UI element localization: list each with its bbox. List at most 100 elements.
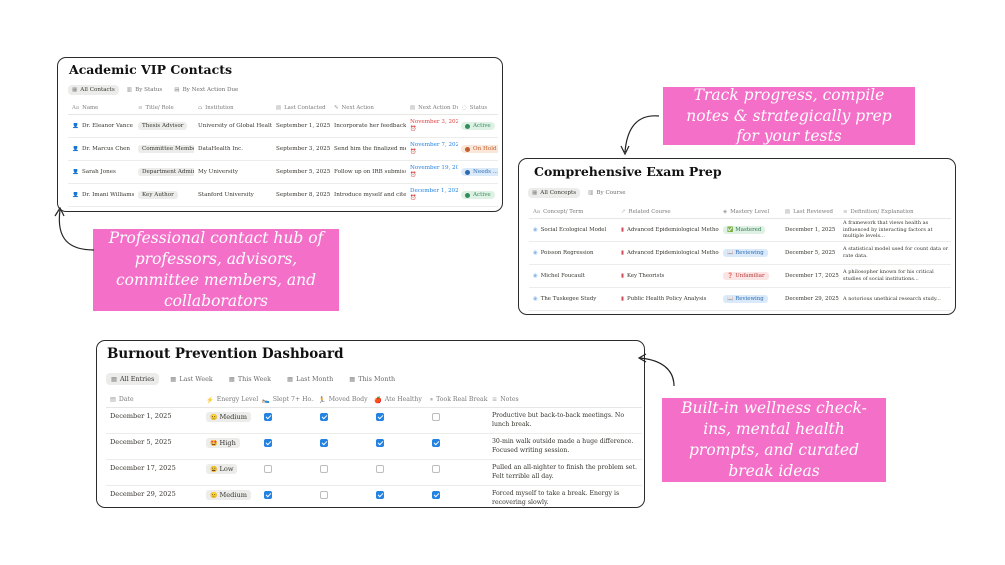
mastery-cell: 📖Reviewing (719, 249, 781, 257)
column-header[interactable]: ▤Next Action Due (406, 105, 458, 111)
last-reviewed-cell: December 29, 2025 (785, 296, 839, 302)
notes-cell: Pulled an all-nighter to finish the prob… (492, 464, 637, 480)
moved-checkbox[interactable] (320, 413, 328, 421)
tab-by-status[interactable]: ▥By Status (123, 85, 166, 95)
role-tag: Key Author (138, 191, 178, 199)
course-cell: ▮Public Health Policy Analysis (617, 296, 719, 302)
last-contacted-cell: September 3, 2025 (276, 146, 330, 152)
break-checkbox[interactable] (432, 465, 440, 473)
slept-checkbox[interactable] (264, 465, 272, 473)
tab-all-entries[interactable]: ▦All Entries (106, 373, 160, 385)
column-header[interactable]: ⌂Institution (194, 105, 272, 111)
status-badge: Active (461, 122, 495, 130)
ate-checkbox[interactable] (376, 491, 384, 499)
tab-all-concepts[interactable]: ▦All Concepts (528, 188, 581, 198)
role-cell: Key Author (134, 191, 194, 199)
energy-cell: 😐Medium (202, 490, 258, 500)
column-label: Last Reviewed (793, 208, 833, 215)
tab-by-course[interactable]: ▥By Course (584, 188, 629, 198)
tab-this-month[interactable]: ▦This Month (344, 373, 400, 385)
mastery-icon: ❓ (727, 273, 734, 279)
column-type-icon: ≡ (492, 396, 498, 403)
table-row[interactable]: ◉Social Ecological Model▮Advanced Epidem… (529, 219, 951, 242)
last-contacted-cell: September 1, 2025 (276, 123, 330, 129)
tab-all-contacts[interactable]: ▦All Contacts (68, 85, 119, 95)
column-header[interactable]: ≡Notes (488, 396, 642, 403)
moved-checkbox[interactable] (320, 465, 328, 473)
status-cell: On Hold (458, 145, 498, 153)
break-checkbox[interactable] (432, 439, 440, 447)
moved-checkbox[interactable] (320, 439, 328, 447)
column-header[interactable]: ⚡Energy Level (202, 396, 258, 404)
tab-this-week[interactable]: ▦This Week (224, 373, 276, 385)
column-header[interactable]: ▤Last Contacted (272, 105, 330, 111)
column-label: Institution (205, 104, 234, 111)
column-header[interactable]: ✎Next Action (330, 105, 406, 111)
tab-last-month[interactable]: ▦Last Month (282, 373, 338, 385)
tab-by-next-action-due[interactable]: ▤By Next Action Due (170, 85, 242, 95)
break-checkbox[interactable] (432, 413, 440, 421)
slept-checkbox[interactable] (264, 439, 272, 447)
table-row[interactable]: ◉Michel Foucault▮Key Theorists❓Unfamilia… (529, 265, 951, 288)
tab-last-week[interactable]: ▦Last Week (165, 373, 217, 385)
contacts-callout: Professional contact hub of professors, … (93, 229, 339, 311)
column-header[interactable]: ↗Related Course (617, 209, 719, 215)
tab-label: All Entries (120, 375, 155, 383)
ate-checkbox[interactable] (376, 413, 384, 421)
course-cell: ▮Key Theorists (617, 273, 719, 279)
tab-label: Last Month (296, 375, 334, 383)
ate-checkbox[interactable] (376, 465, 384, 473)
column-header[interactable]: ◈Mastery Level (719, 209, 781, 215)
mastery-label: Unfamiliar (735, 273, 765, 279)
course-name: Advanced Epidemiological Methods (626, 227, 719, 233)
concept-cell: ◉Social Ecological Model (529, 227, 617, 233)
last-reviewed-cell: December 1, 2025 (785, 227, 836, 233)
column-header[interactable]: ◌Status (458, 105, 498, 111)
person-icon: 👤 (72, 146, 79, 152)
burnout-title: Burnout Prevention Dashboard (107, 346, 344, 362)
table-row[interactable]: ◉The Tuskegee Study▮Public Health Policy… (529, 288, 951, 311)
concept-icon: ◉ (533, 273, 538, 279)
burnout-header: ▤Date⚡Energy Level🛌Slept 7+ Ho...🏃Moved … (106, 392, 642, 408)
status-label: Needs ... (473, 169, 498, 175)
column-header[interactable]: ▤Last Reviewed (781, 209, 839, 215)
ate-cell (370, 438, 426, 447)
last-contacted-cell: September 5, 2025 (276, 169, 330, 175)
break-checkbox[interactable] (432, 491, 440, 499)
column-header[interactable]: ≡Definition/ Explanation (839, 209, 951, 215)
column-header[interactable]: ⏸Took Real Break (426, 396, 488, 404)
column-header[interactable]: ▤Date (106, 396, 202, 403)
column-header[interactable]: 🛌Slept 7+ Ho... (258, 396, 314, 404)
slept-checkbox[interactable] (264, 413, 272, 421)
column-type-icon: ⚡ (206, 396, 214, 404)
slept-checkbox[interactable] (264, 491, 272, 499)
column-header[interactable]: 🏃Moved Body (314, 396, 370, 404)
table-icon: ▦ (287, 375, 294, 383)
role-cell: Committee Member (134, 145, 194, 153)
due-cell: November 7, 2025⏰ (406, 141, 458, 157)
ate-checkbox[interactable] (376, 439, 384, 447)
column-header[interactable]: 🍎Ate Healthy (370, 396, 426, 404)
last-reviewed-cell: December 17, 2025 (785, 273, 839, 279)
column-header[interactable]: ≡Title/ Role (134, 105, 194, 111)
ate-cell (370, 464, 426, 473)
moved-checkbox[interactable] (320, 491, 328, 499)
break-cell (426, 464, 488, 473)
tab-label: By Next Action Due (182, 87, 239, 93)
tab-label: This Week (237, 375, 272, 383)
table-row[interactable]: ◉Poisson Regression▮Advanced Epidemiolog… (529, 242, 951, 265)
column-label: Related Course (628, 208, 671, 215)
due-date: November 19, 2025 (410, 165, 458, 172)
table-icon: ▦ (532, 190, 538, 196)
column-type-icon: ≡ (138, 104, 143, 111)
